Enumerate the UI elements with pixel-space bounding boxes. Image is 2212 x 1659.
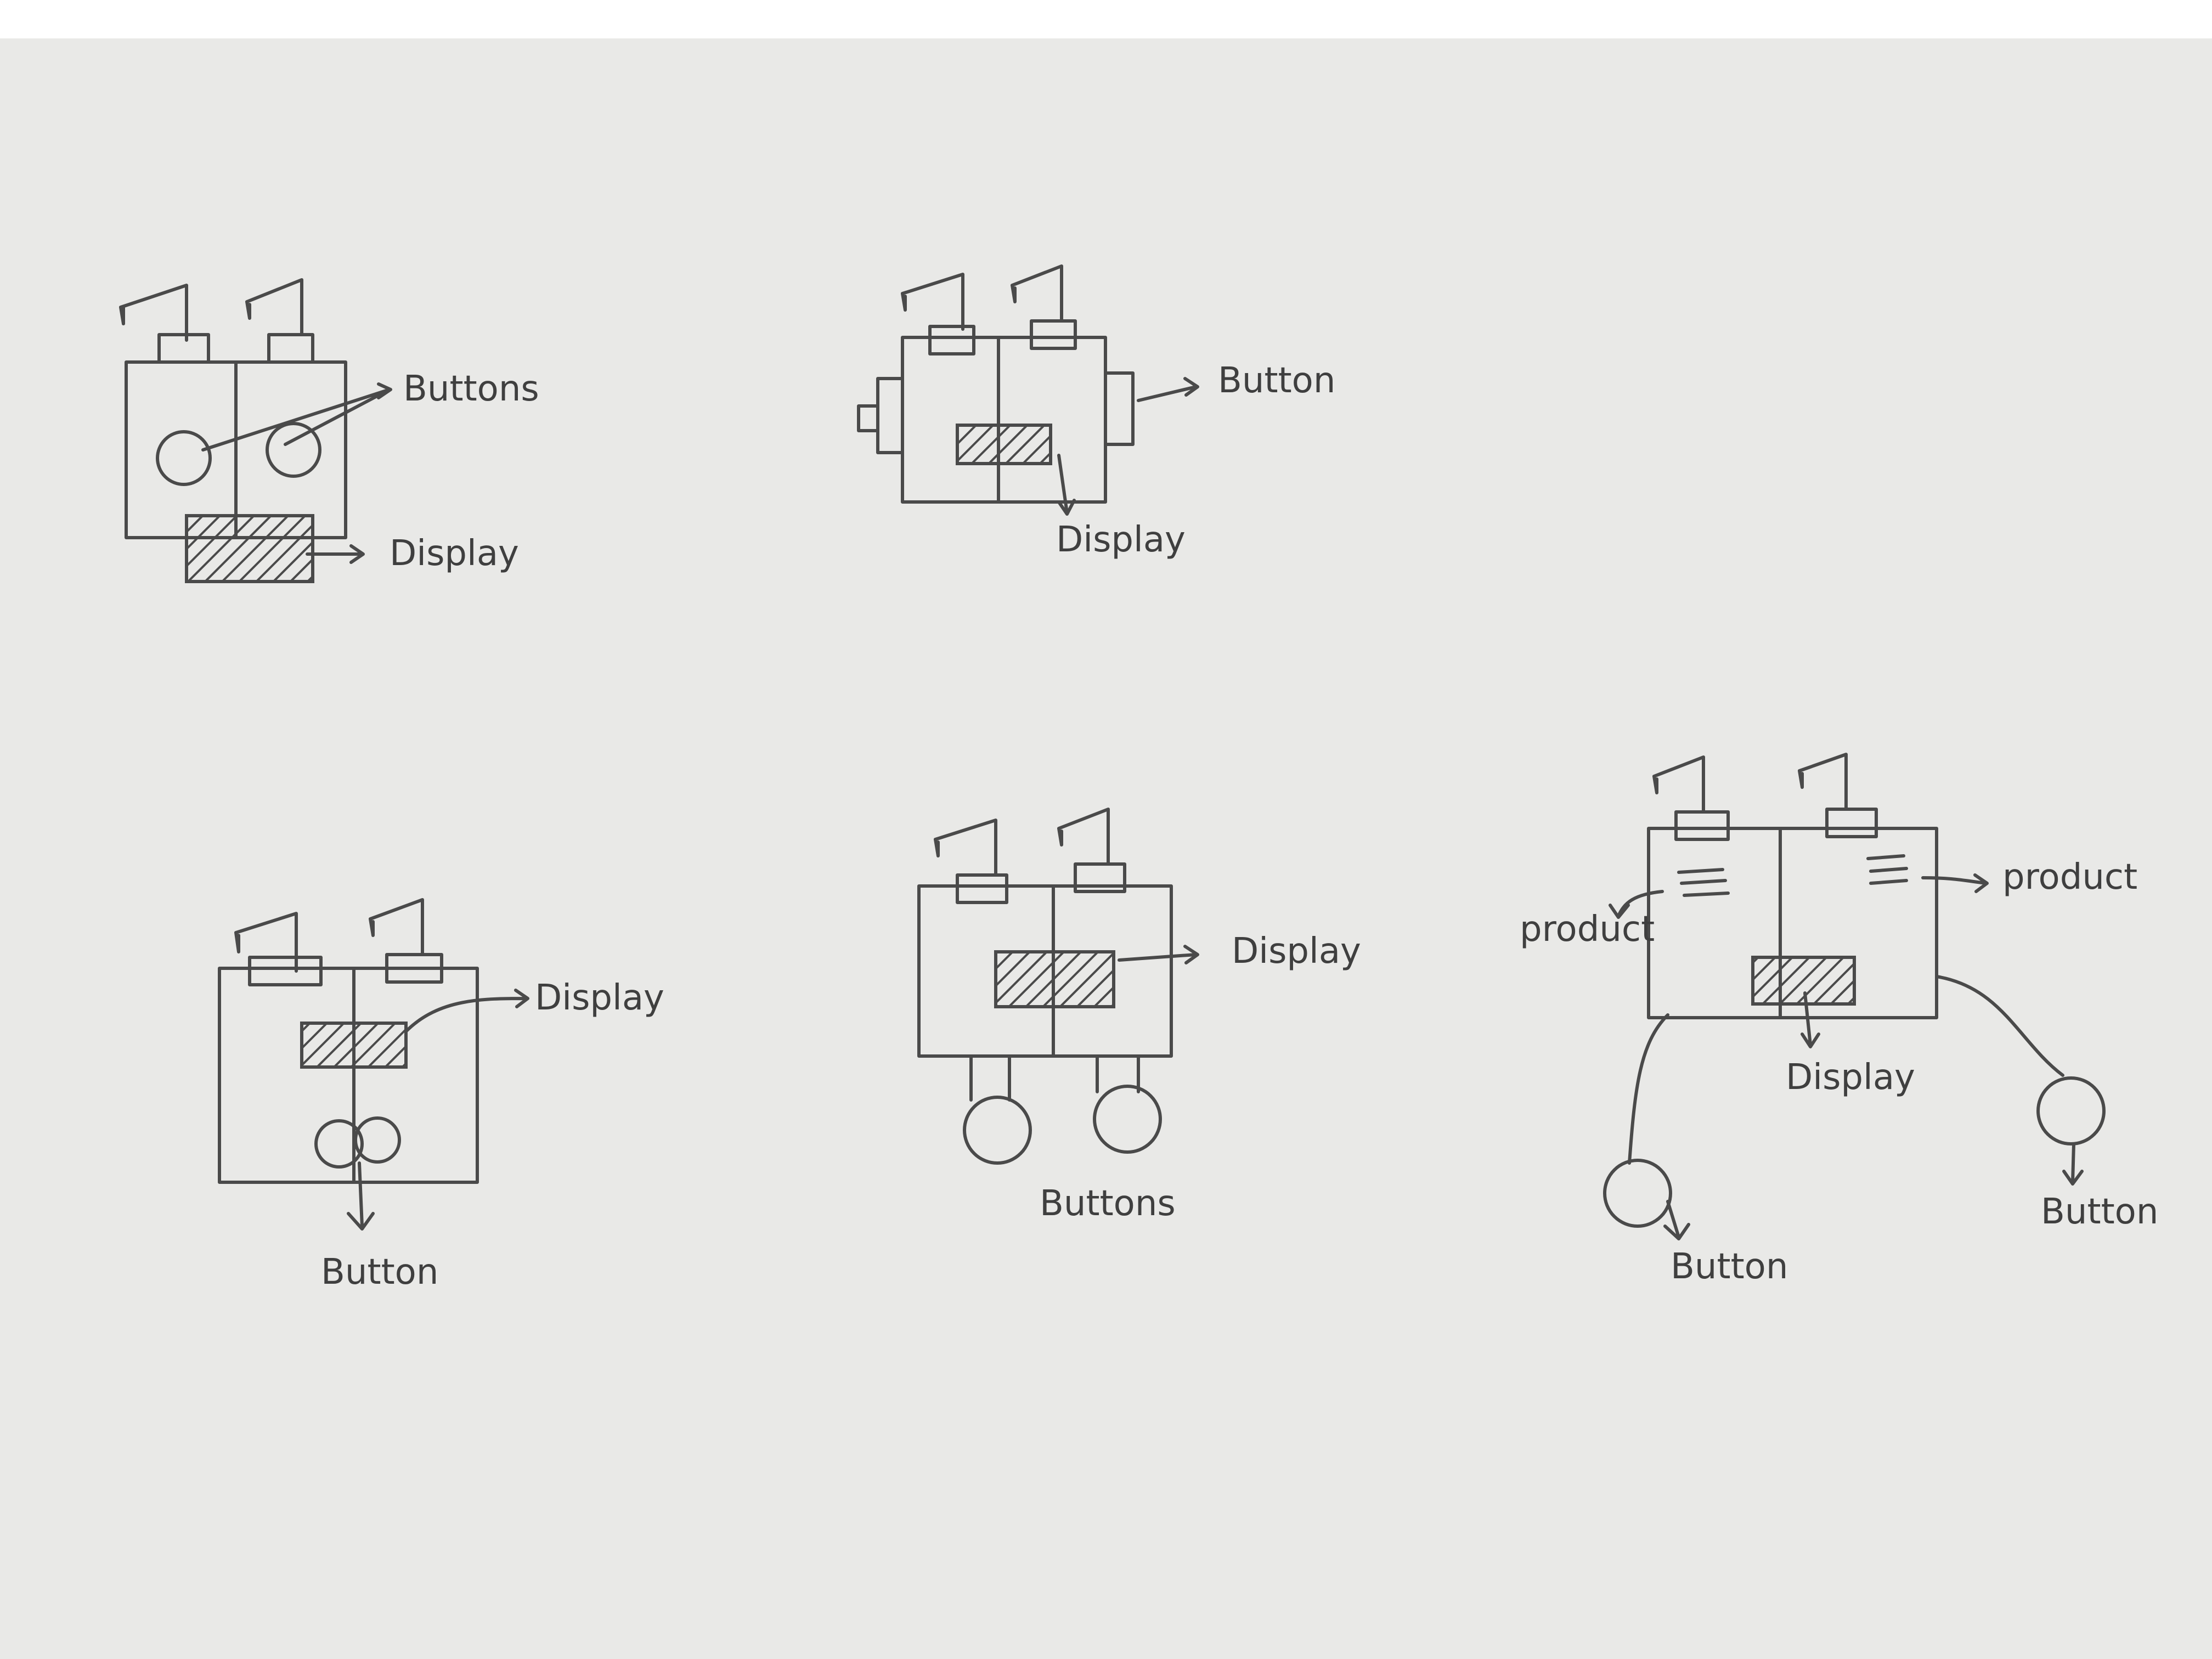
pump-icon — [234, 912, 323, 986]
label-button-right: Button — [2041, 1192, 2158, 1232]
label-display: Display — [1786, 1057, 1915, 1098]
dispenser-body — [917, 884, 1173, 1058]
button-icon — [266, 422, 321, 478]
label-display: Display — [1056, 520, 1186, 560]
label-button-left: Button — [1671, 1246, 1788, 1287]
label-button: Button — [321, 1252, 438, 1293]
display-panel — [1751, 956, 1856, 1006]
button-icon — [1093, 1085, 1162, 1154]
label-product-left: product — [1520, 909, 1655, 950]
button-icon — [2036, 1076, 2106, 1146]
dispenser-body — [218, 967, 479, 1184]
paper-sheet — [0, 38, 2212, 1659]
display-panel — [185, 514, 314, 583]
label-buttons: Buttons — [403, 369, 539, 409]
label-display: Display — [390, 533, 519, 574]
label-display: Display — [535, 978, 664, 1018]
sketch-4: Display Buttons — [917, 808, 1361, 1224]
label-product-right: product — [2002, 857, 2137, 898]
product-lines-icon — [1677, 868, 1730, 897]
button-icon — [314, 1119, 364, 1169]
pump-icon — [901, 273, 975, 356]
pump-icon — [1011, 264, 1077, 350]
product-lines-icon — [1866, 854, 1908, 885]
side-button-icon — [1104, 371, 1135, 446]
label-buttons: Buttons — [1040, 1183, 1176, 1224]
label-display: Display — [1232, 931, 1361, 972]
pump-icon — [1798, 753, 1878, 838]
pump-icon — [1652, 755, 1730, 841]
sketch-5: product product Display Button Button — [1520, 753, 2158, 1287]
display-panel — [956, 424, 1052, 465]
button-icon — [1603, 1159, 1672, 1228]
sketch-2: Button Display — [857, 264, 1335, 560]
button-icon — [156, 430, 212, 486]
label-button: Button — [1218, 360, 1335, 401]
sketch-1: Buttons Display — [119, 278, 539, 583]
display-panel — [994, 950, 1115, 1008]
button-icon — [354, 1116, 401, 1164]
button-icon — [963, 1096, 1032, 1165]
pump-icon — [934, 819, 1008, 904]
paper-top-edge — [0, 0, 2212, 38]
sketch-3: Display Button — [218, 898, 664, 1293]
display-panel — [300, 1022, 408, 1069]
pump-icon — [1057, 808, 1126, 893]
dispenser-body — [1647, 827, 1938, 1019]
